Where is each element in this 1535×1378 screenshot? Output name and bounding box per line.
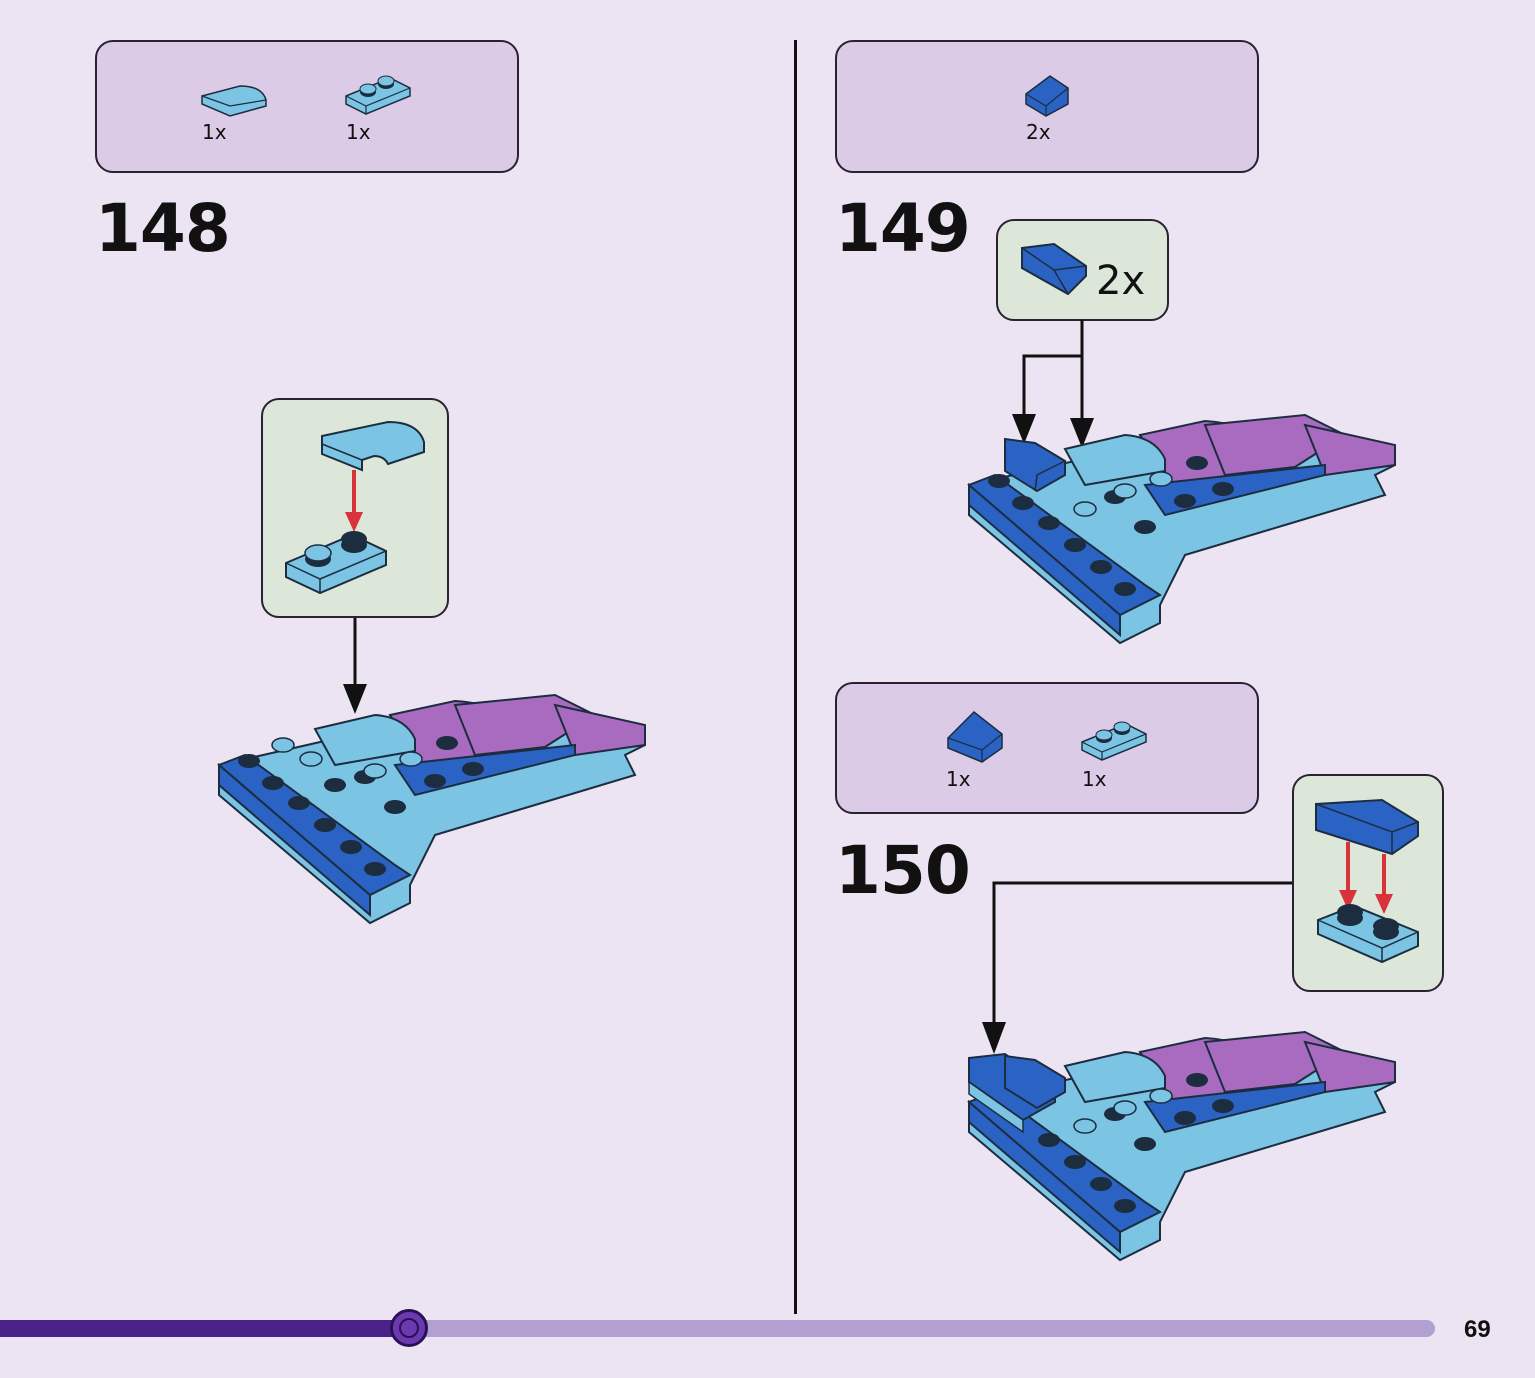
light-blue-curved-slope-icon: [321, 420, 425, 472]
part-qty: 2x: [1026, 120, 1051, 144]
blue-slope-icon: [1021, 242, 1087, 296]
step-number: 148: [95, 190, 231, 267]
light-blue-plate-1x2-icon: [345, 75, 411, 115]
part-qty: 1x: [202, 120, 227, 144]
parts-list-box-150: [835, 682, 1259, 814]
assembly-arrow: [982, 881, 1292, 1054]
model-assembly-148: [217, 693, 646, 925]
light-blue-plate-1x2-icon: [1317, 904, 1419, 964]
part-qty: 1x: [946, 767, 971, 791]
red-placement-arrow: [1339, 842, 1393, 914]
assembly-arrow: [343, 618, 367, 714]
progress-knob: [389, 1309, 428, 1347]
light-blue-curved-slope-icon: [201, 85, 267, 117]
blue-slope-icon: [947, 710, 1003, 763]
model-assembly-149: [967, 413, 1396, 645]
light-blue-plate-1x2-icon: [1081, 721, 1147, 761]
red-placement-arrow: [345, 470, 363, 532]
step-number: 150: [835, 832, 971, 909]
blue-slope-icon: [1315, 798, 1419, 856]
progress-fill: [0, 1320, 409, 1337]
page-divider: [794, 40, 797, 1314]
step-number: 149: [835, 190, 971, 267]
part-qty: 1x: [346, 120, 371, 144]
light-blue-plate-1x2-icon: [285, 531, 387, 595]
callout-qty: 2x: [1096, 258, 1146, 304]
model-assembly-150: [967, 1030, 1396, 1262]
assembly-arrow: [1012, 320, 1094, 448]
parts-list-box-148: [95, 40, 519, 173]
part-qty: 1x: [1082, 767, 1107, 791]
page-number: 69: [1464, 1316, 1491, 1343]
blue-slope-icon: [1025, 75, 1069, 117]
